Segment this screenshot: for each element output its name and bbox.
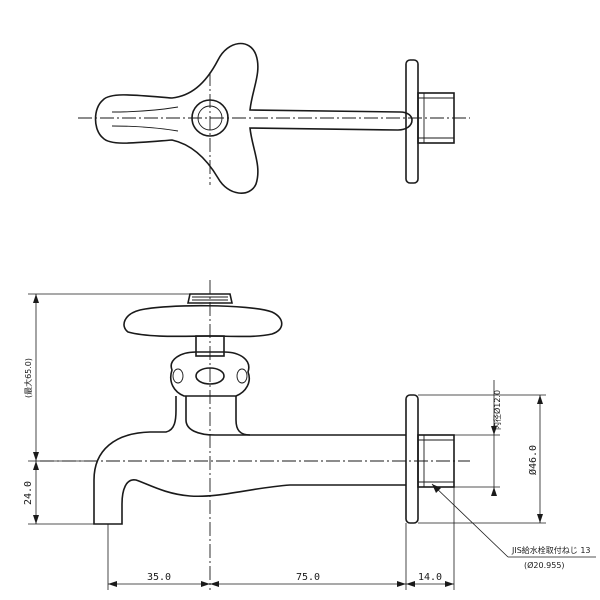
body-neck-curve xyxy=(235,419,251,436)
arrow xyxy=(201,581,210,587)
dim-inner-diameter-label: 内径Ø12.0 xyxy=(492,390,502,430)
top-view xyxy=(78,42,470,194)
arrow xyxy=(108,581,117,587)
valve-body xyxy=(169,351,251,397)
dimensions: (最大65.0) 24.0 35.0 75.0 14.0 内径Ø12.0 Ø46… xyxy=(23,293,596,590)
dim-spout-center-label: 35.0 xyxy=(147,572,171,583)
arrow xyxy=(406,581,415,587)
arrow xyxy=(445,581,454,587)
arrow xyxy=(33,461,39,470)
arrow xyxy=(537,395,543,404)
valve-body-lug-left xyxy=(172,368,184,384)
arrow xyxy=(33,294,39,303)
valve-body-oval xyxy=(195,367,225,385)
arrow xyxy=(432,484,441,493)
arrow xyxy=(33,515,39,524)
arrow xyxy=(210,581,219,587)
dim-total-height-label: (最大65.0) xyxy=(23,358,33,398)
spout-body xyxy=(93,396,406,525)
handle-boss-outer xyxy=(191,99,229,137)
handle-outline-top xyxy=(94,42,413,194)
handle-cap xyxy=(187,293,233,304)
dim-flange-diameter-label: Ø46.0 xyxy=(527,445,539,475)
dim-thread-length-label: 14.0 xyxy=(418,572,442,583)
dim-spout-drop-label: 24.0 xyxy=(23,481,34,505)
handle-groove-top xyxy=(111,106,179,132)
callout-thread-diameter: (Ø20.955) xyxy=(524,560,565,570)
dim-center-flange-label: 75.0 xyxy=(296,572,320,583)
thread-body-top-view xyxy=(417,92,455,144)
arrow xyxy=(33,452,39,461)
front-view xyxy=(40,280,470,590)
spindle xyxy=(195,335,225,357)
handle-wings-front xyxy=(123,304,283,338)
arrow xyxy=(491,426,497,435)
valve-body-lug-right xyxy=(236,368,248,384)
callout-thread-spec: JIS給水栓取付ねじ 13 xyxy=(511,545,591,555)
handle-boss-inner xyxy=(197,105,223,131)
arrow xyxy=(397,581,406,587)
arrow xyxy=(491,487,497,496)
arrow xyxy=(537,514,543,523)
callout-leader xyxy=(431,483,509,558)
flange-front-view xyxy=(405,394,419,524)
